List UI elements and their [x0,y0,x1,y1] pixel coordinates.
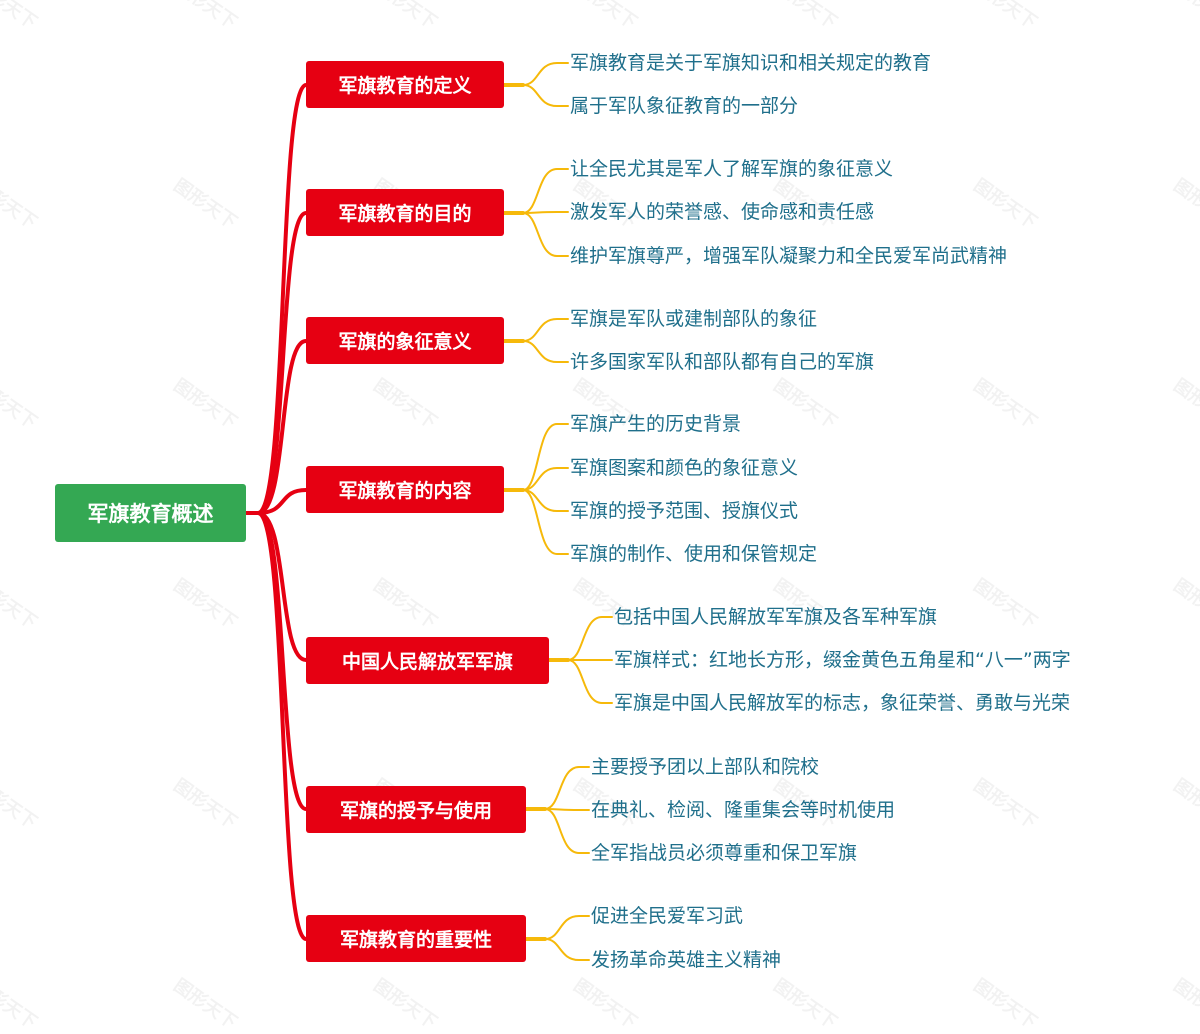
branch-label: 军旗教育的内容 [338,480,472,502]
leaf-node[interactable]: 激发军人的荣誉感、使命感和责任感 [570,201,875,223]
branch-node-award-use[interactable]: 军旗的授予与使用 [306,786,526,833]
leaf-node[interactable]: 维护军旗尊严，增强军队凝聚力和全民爱军尚武精神 [570,245,1008,267]
leaf-node[interactable]: 全军指战员必须尊重和保卫军旗 [591,842,858,864]
leaf-node[interactable]: 军旗图案和颜色的象征意义 [570,457,799,479]
branch-node-purpose[interactable]: 军旗教育的目的 [306,189,504,236]
branch-label: 军旗教育的重要性 [339,929,492,951]
branch-node-pla-flag[interactable]: 中国人民解放军军旗 [306,637,549,684]
leaf-node[interactable]: 军旗是中国人民解放军的标志，象征荣誉、勇敢与光荣 [614,692,1071,714]
branch-node-content[interactable]: 军旗教育的内容 [306,466,504,513]
root-node-label: 军旗教育概述 [87,502,214,526]
leaf-node[interactable]: 军旗的制作、使用和保管规定 [570,543,818,565]
root-node[interactable]: 军旗教育概述 [55,484,246,542]
leaf-node[interactable]: 让全民尤其是军人了解军旗的象征意义 [570,158,894,180]
leaf-node[interactable]: 在典礼、检阅、隆重集会等时机使用 [591,799,896,821]
leaf-node[interactable]: 军旗是军队或建制部队的象征 [570,308,818,330]
leaf-node[interactable]: 发扬革命英雄主义精神 [591,949,782,971]
leaf-node[interactable]: 军旗教育是关于军旗知识和相关规定的教育 [570,52,932,74]
branch-label: 军旗教育的目的 [338,203,472,225]
branch-label: 军旗教育的定义 [338,75,472,97]
branch-node-symbolism[interactable]: 军旗的象征意义 [306,317,504,364]
branch-node-importance[interactable]: 军旗教育的重要性 [306,915,526,962]
leaf-node[interactable]: 许多国家军队和部队都有自己的军旗 [570,351,875,373]
leaf-node[interactable]: 促进全民爱军习武 [591,905,744,927]
leaf-node[interactable]: 军旗产生的历史背景 [570,413,742,435]
branch-label: 中国人民解放军军旗 [341,651,513,673]
leaf-node[interactable]: 军旗的授予范围、授旗仪式 [570,500,799,522]
leaf-node[interactable]: 主要授予团以上部队和院校 [591,756,820,778]
branch-node-definition[interactable]: 军旗教育的定义 [306,61,504,108]
leaf-node[interactable]: 军旗样式：红地长方形，缀金黄色五角星和“八一”两字 [614,649,1071,671]
leaf-node[interactable]: 包括中国人民解放军军旗及各军种军旗 [614,606,938,628]
branch-label: 军旗的授予与使用 [339,800,492,822]
leaf-node[interactable]: 属于军队象征教育的一部分 [570,95,799,117]
branch-label: 军旗的象征意义 [338,331,472,353]
